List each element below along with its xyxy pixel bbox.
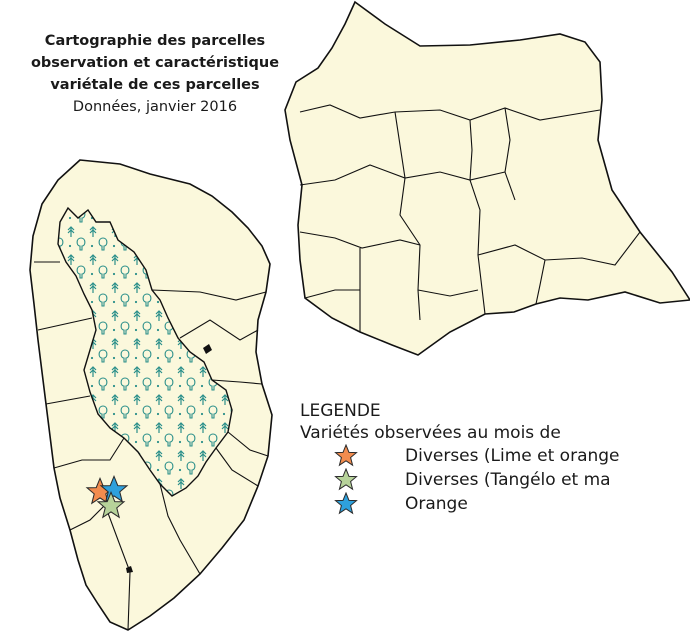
grande-terre-communes: [299, 104, 641, 332]
islet: [126, 566, 133, 573]
star-icon: [334, 468, 358, 491]
star-icon: [334, 444, 358, 467]
map-subtitle: Données, janvier 2016: [72, 99, 238, 115]
legend-label: Diverses (Lime et orange: [405, 446, 620, 466]
legend-label: Orange: [405, 494, 468, 514]
legend-label: Diverses (Tangélo et ma: [405, 470, 611, 490]
marker-star-icon[interactable]: [99, 474, 129, 503]
map-title: Cartographie des parcelles observation e…: [0, 30, 310, 118]
forest-park-area: [57, 206, 233, 497]
title-line: variétale de ces parcelles: [50, 77, 260, 93]
marker-star-icon[interactable]: [96, 490, 126, 519]
star-icon: [334, 492, 358, 515]
islet: [203, 344, 212, 354]
title-line: observation et caractéristique: [30, 55, 280, 71]
basse-terre-communes: [34, 261, 269, 631]
legend-item: Orange: [300, 492, 561, 516]
title-line: Cartographie des parcelles: [44, 33, 266, 49]
legend-title: LEGENDE: [300, 401, 381, 421]
legend-subtitle: Variétés observées au mois de: [300, 423, 561, 443]
legend-item: Diverses (Lime et orange: [300, 444, 620, 468]
legend-item: Diverses (Tangélo et ma: [300, 468, 611, 492]
legend: LEGENDE Variétés observées au mois de Di…: [300, 400, 620, 516]
